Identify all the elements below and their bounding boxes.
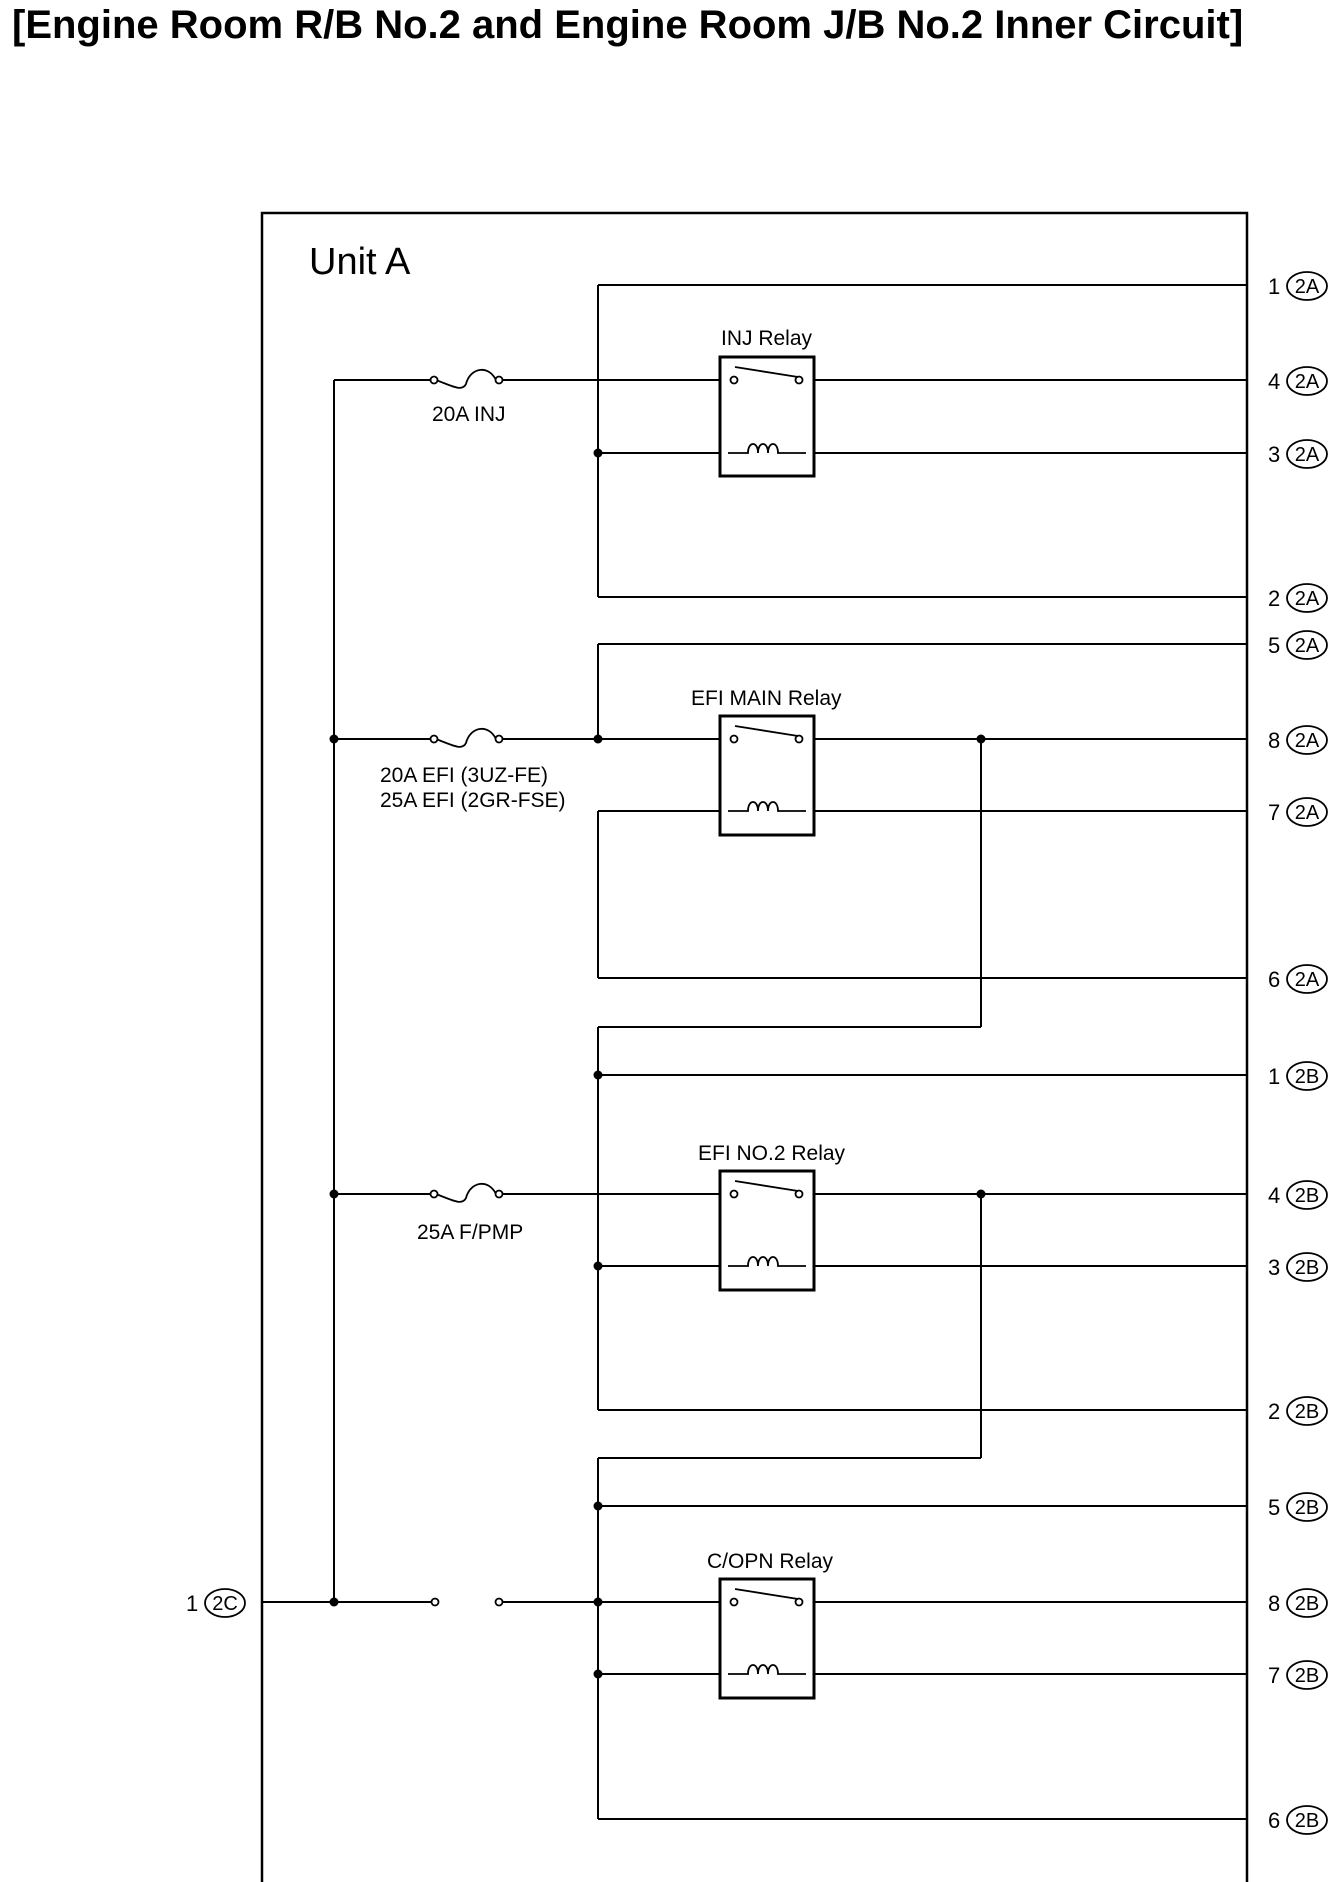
terminal-5-2b: 5 2B (1268, 1492, 1328, 1522)
svg-text:7: 7 (1268, 800, 1280, 825)
terminal-1-2a: 1 2A (1268, 271, 1328, 301)
terminal-1-2c: 1 2C (186, 1588, 246, 1618)
terminal-3-2b: 3 2B (1268, 1252, 1328, 1282)
svg-text:2A: 2A (1295, 969, 1320, 991)
relay-copn (718, 1577, 816, 1700)
diagram-title: [Engine Room R/B No.2 and Engine Room J/… (12, 3, 1243, 47)
relay-label-copn: C/OPN Relay (707, 1550, 834, 1573)
fuse-20a-efi (429, 728, 504, 748)
svg-text:2: 2 (1268, 1399, 1280, 1424)
svg-text:2A: 2A (1295, 635, 1320, 657)
svg-text:8: 8 (1268, 1591, 1280, 1616)
svg-text:4: 4 (1268, 1183, 1280, 1208)
svg-text:5: 5 (1268, 1495, 1280, 1520)
junction-dots (329, 448, 986, 1679)
svg-text:7: 7 (1268, 1663, 1280, 1688)
relay-label-efi-main: EFI MAIN Relay (691, 687, 842, 710)
terminal-1-2b: 1 2B (1268, 1061, 1328, 1091)
svg-text:2B: 2B (1295, 1593, 1319, 1615)
svg-text:1: 1 (1268, 274, 1280, 299)
svg-text:5: 5 (1268, 633, 1280, 658)
svg-text:2A: 2A (1295, 276, 1320, 298)
terminal-8-2a: 8 2A (1268, 725, 1328, 755)
wires (262, 284, 1247, 1820)
svg-text:2B: 2B (1295, 1810, 1319, 1832)
fuse-20a-inj (429, 369, 504, 389)
terminal-8-2b: 8 2B (1268, 1588, 1328, 1618)
svg-text:2A: 2A (1295, 371, 1320, 393)
svg-text:2A: 2A (1295, 444, 1320, 466)
open-terminal-right (494, 1597, 504, 1607)
svg-text:6: 6 (1268, 1808, 1280, 1833)
open-terminal-left (430, 1597, 440, 1607)
relay-label-inj: INJ Relay (721, 327, 813, 350)
relay-efi-no2 (718, 1169, 816, 1292)
svg-text:4: 4 (1268, 369, 1280, 394)
svg-text:2A: 2A (1295, 730, 1320, 752)
svg-text:2C: 2C (212, 1593, 238, 1615)
relay-efi-main (718, 714, 816, 837)
svg-text:2A: 2A (1295, 802, 1320, 824)
terminal-2-2a: 2 2A (1268, 583, 1328, 613)
fuse-label-inj: 20A INJ (432, 403, 506, 426)
svg-text:6: 6 (1268, 967, 1280, 992)
terminal-6-2a: 6 2A (1268, 964, 1328, 994)
unit-a-enclosure (260, 211, 1249, 1882)
svg-text:3: 3 (1268, 1255, 1280, 1280)
svg-text:2B: 2B (1295, 1257, 1319, 1279)
svg-text:2B: 2B (1295, 1401, 1319, 1423)
fuse-25a-fpmp (429, 1183, 504, 1203)
terminal-4-2a: 4 2A (1268, 366, 1328, 396)
terminal-5-2a: 5 2A (1268, 630, 1328, 660)
terminal-4-2b: 4 2B (1268, 1180, 1328, 1210)
svg-text:2B: 2B (1295, 1066, 1319, 1088)
svg-text:2B: 2B (1295, 1497, 1319, 1519)
fuse-label-fpmp: 25A F/PMP (417, 1221, 523, 1244)
unit-a-label: Unit A (309, 241, 411, 283)
terminal-2-2b: 2 2B (1268, 1396, 1328, 1426)
terminal-3-2a: 3 2A (1268, 439, 1328, 469)
svg-text:1: 1 (1268, 1064, 1280, 1089)
terminal-6-2b: 6 2B (1268, 1805, 1328, 1835)
fuse-label-efi-1: 20A EFI (3UZ-FE) (380, 764, 548, 787)
svg-text:2A: 2A (1295, 588, 1320, 610)
fuse-label-efi-2: 25A EFI (2GR-FSE) (380, 789, 566, 812)
terminal-7-2b: 7 2B (1268, 1660, 1328, 1690)
svg-text:2: 2 (1268, 586, 1280, 611)
relay-label-efi-no2: EFI NO.2 Relay (698, 1142, 846, 1165)
terminal-7-2a: 7 2A (1268, 797, 1328, 827)
svg-text:2B: 2B (1295, 1185, 1319, 1207)
svg-text:1: 1 (186, 1591, 198, 1616)
relay-inj (718, 355, 816, 478)
svg-text:2B: 2B (1295, 1665, 1319, 1687)
svg-text:3: 3 (1268, 442, 1280, 467)
svg-text:8: 8 (1268, 728, 1280, 753)
